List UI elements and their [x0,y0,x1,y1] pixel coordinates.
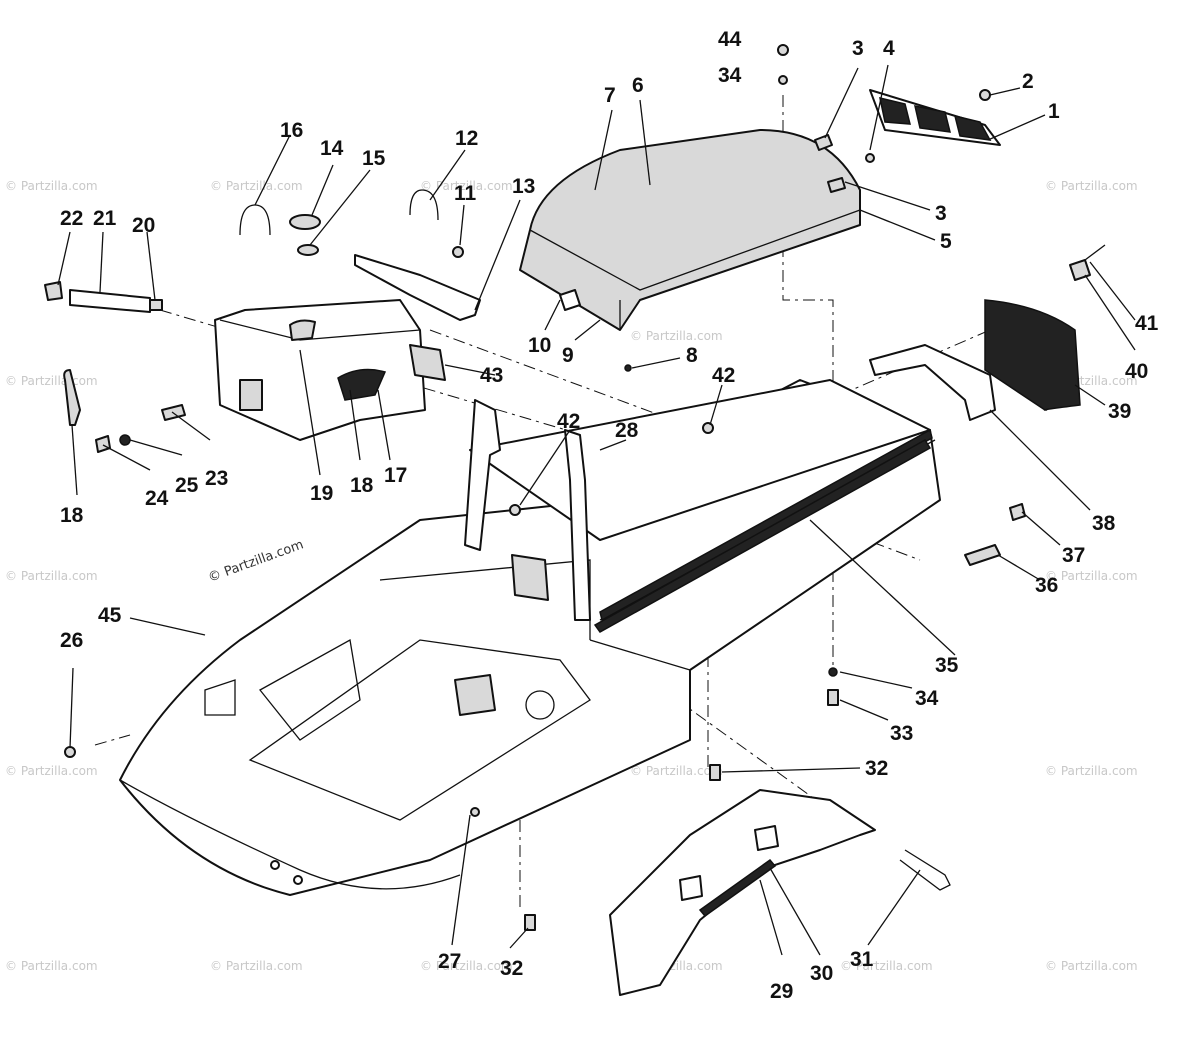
callout-38: 38 [1092,512,1116,535]
callout-32: 32 [865,757,888,780]
callout-19: 19 [310,482,333,505]
callout-16: 16 [280,119,303,142]
steering-posts [464,399,591,621]
callout-22: 22 [60,207,83,230]
callout-14: 14 [320,137,344,160]
part-20-21-22-fuel-line [44,281,163,313]
watermark: © Partzilla.com [5,959,98,973]
callout-28: 28 [615,419,639,442]
callout-32: 32 [500,957,523,980]
watermark: © Partzilla.com [5,764,98,778]
callout-1: 1 [1048,100,1060,123]
callout-37: 37 [1062,544,1085,567]
callout-41: 41 [1135,312,1159,335]
watermark: © Partzilla.com [840,959,933,973]
part-23-24-25-fittings [95,404,186,453]
callout-9: 9 [562,344,574,367]
callout-11: 11 [454,182,477,205]
callout-42: 42 [712,364,735,387]
watermark: © Partzilla.com [1045,179,1138,193]
watermark: © Partzilla.com [210,959,303,973]
watermark-main: © Partzilla.com [206,537,305,585]
part-13-bracket [354,254,481,321]
part-fuel-tank [214,299,426,441]
callout-30: 30 [810,962,833,985]
callout-39: 39 [1108,400,1131,423]
part-45-chassis-belly-pan [119,379,941,896]
callout-25: 25 [175,474,199,497]
part-35-slide-rail [593,438,932,633]
callout-23: 23 [205,467,228,490]
callout-3: 3 [935,202,947,225]
callout-24: 24 [145,487,169,510]
callout-10: 10 [528,334,551,357]
callout-44: 44 [718,28,742,51]
watermark: © Partzilla.com [1045,764,1138,778]
watermark: © Partzilla.com [5,179,98,193]
callout-42: 42 [557,410,580,433]
watermark: © Partzilla.com [1045,959,1138,973]
callout-7: 7 [604,84,616,107]
callout-31: 31 [850,948,874,971]
callout-29: 29 [770,980,793,1003]
callout-40: 40 [1125,360,1148,383]
callout-18: 18 [350,474,374,497]
part-43-bracket [409,344,446,381]
callout-15: 15 [362,147,386,170]
callout-3: 3 [852,37,864,60]
callout-4: 4 [883,37,895,60]
callout-2: 2 [1022,70,1034,93]
part-31-clip [899,849,951,891]
watermark: © Partzilla.com [630,764,723,778]
callout-8: 8 [686,344,698,367]
callout-21: 21 [93,207,117,230]
part-12-seat-strap [409,189,439,221]
callout-27: 27 [438,950,461,973]
callout-26: 26 [60,629,83,652]
watermark: © Partzilla.com [5,569,98,583]
callout-labels: 1 2 3 4 3 5 6 7 8 9 10 11 12 13 14 15 16… [60,28,1159,1003]
callout-34: 34 [915,687,939,710]
watermark: © Partzilla.com [1045,569,1138,583]
leader-lines [57,64,1136,956]
callout-5: 5 [940,230,952,253]
hardware [64,44,1026,931]
part-18-hose [63,369,81,426]
callout-6: 6 [632,74,644,97]
callout-33: 33 [890,722,913,745]
part-39-tail-light-lens [984,299,1081,411]
part-16-tank-strap [239,204,271,236]
callout-45: 45 [98,604,122,627]
watermark: © Partzilla.com [5,374,98,388]
callout-17: 17 [384,464,407,487]
callout-35: 35 [935,654,959,677]
part-38-grab-handle [869,344,996,421]
watermark: © Partzilla.com [420,179,513,193]
callout-12: 12 [455,127,478,150]
callout-20: 20 [132,214,155,237]
part-29-30-skid-plate [609,789,876,996]
part-14-15-fuel-cap [289,214,321,256]
part-6-7-seat-cover [519,129,861,331]
part-1-reflector-trim [869,89,1001,146]
callout-36: 36 [1035,574,1058,597]
part-36-reflector [964,544,1001,566]
callout-13: 13 [512,175,535,198]
watermark: © Partzilla.com [630,329,723,343]
watermark: © Partzilla.com [420,959,513,973]
callout-18: 18 [60,504,84,527]
callout-34: 34 [718,64,742,87]
watermark: © Partzilla.com [210,179,303,193]
callout-43: 43 [480,364,503,387]
